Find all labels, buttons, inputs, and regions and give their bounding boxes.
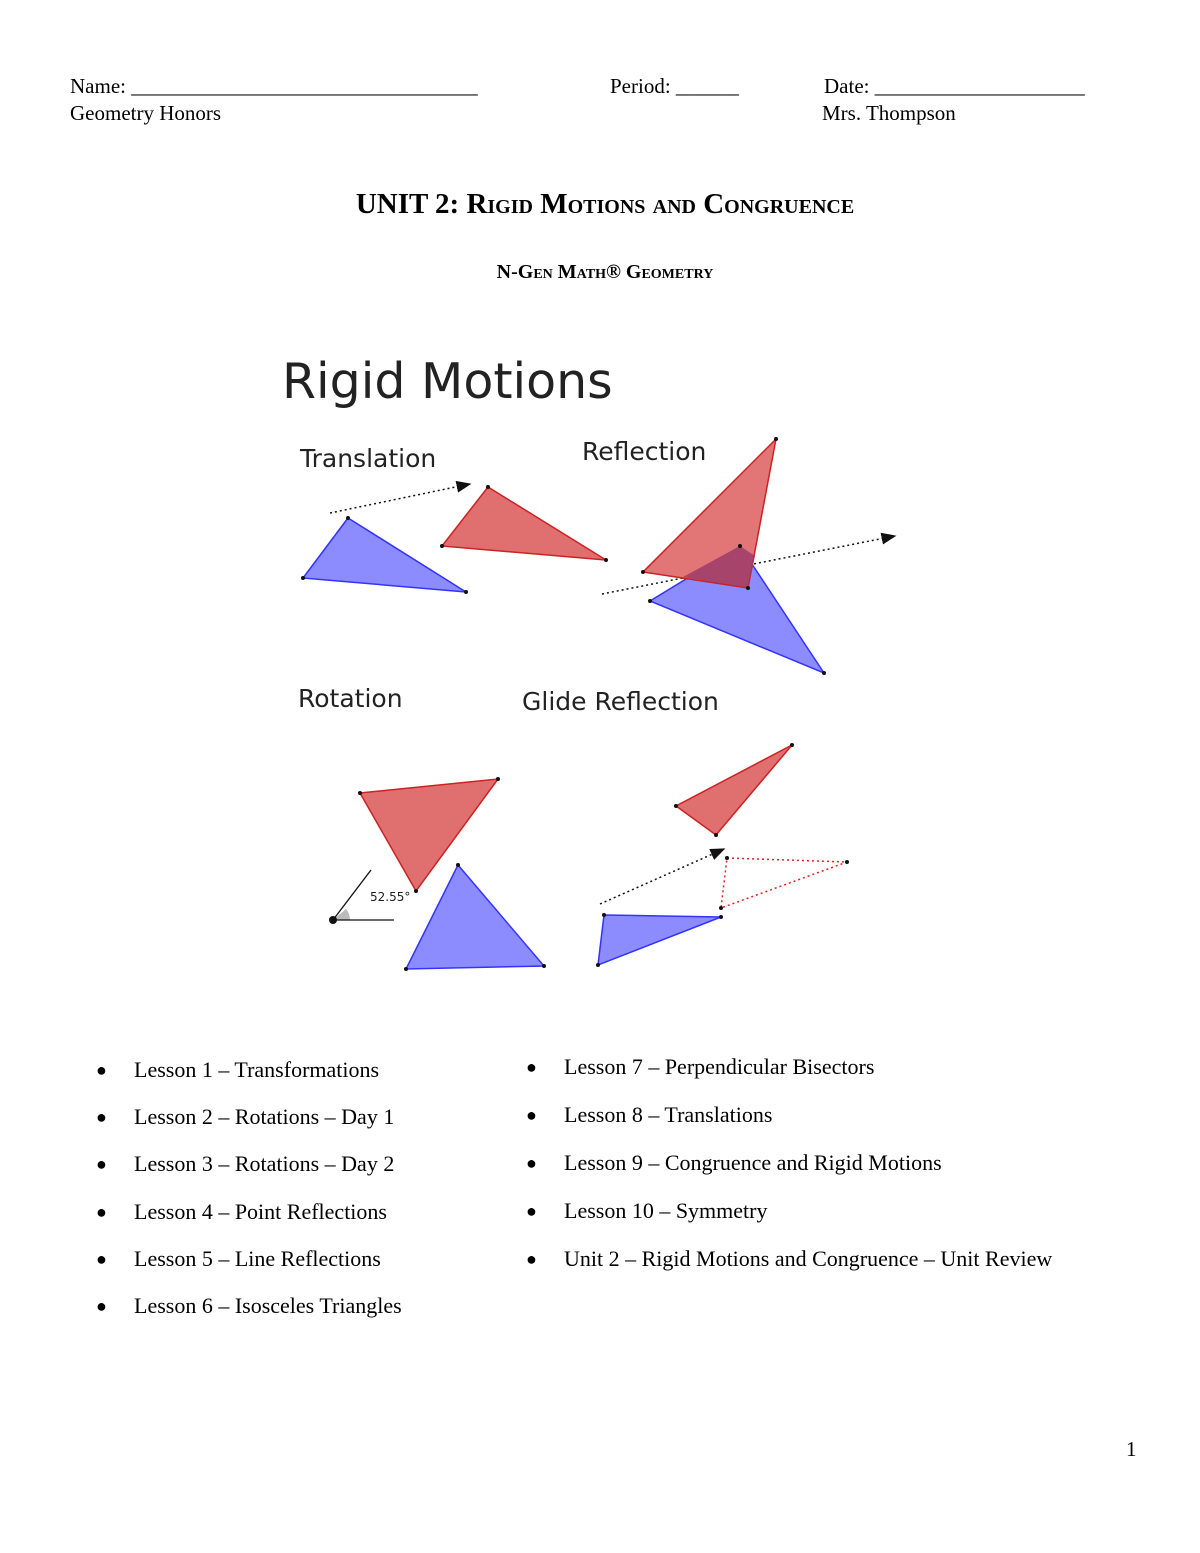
bullet-icon: ● <box>96 1154 107 1175</box>
teacher-name: Mrs. Thompson <box>822 101 956 125</box>
translation-image <box>440 486 607 561</box>
bullet-icon: ● <box>526 1201 537 1221</box>
bullet-icon: ● <box>526 1105 537 1125</box>
lesson-title: Lesson 9 – Congruence and Rigid Motions <box>564 1150 942 1175</box>
translation-vector <box>329 480 472 514</box>
list-item: ● Lesson 2 – Rotations – Day 1 <box>96 1097 402 1144</box>
bullet-icon: ● <box>96 1295 107 1316</box>
rigid-motions-figure: Rigid Motions Translation Reflection Rot… <box>282 353 897 971</box>
lesson-title: Lesson 8 – Translations <box>564 1102 773 1127</box>
list-item: ● Lesson 7 – Perpendicular Bisectors <box>526 1047 1052 1095</box>
rotation-image <box>404 863 546 970</box>
bullet-icon: ● <box>96 1248 107 1269</box>
lesson-list-left: ● Lesson 1 – Transformations ● Lesson 2 – … <box>96 1050 402 1333</box>
list-item: ● Lesson 5 – Line Reflections <box>96 1239 402 1286</box>
lesson-title: Lesson 4 – Point Reflections <box>134 1198 387 1224</box>
glide-intermediate <box>720 857 848 910</box>
reflection-label: Reflection <box>582 437 706 466</box>
bullet-icon: ● <box>526 1249 537 1269</box>
glide-reflection-label: Glide Reflection <box>522 687 719 716</box>
lesson-title: Lesson 3 – Rotations – Day 2 <box>134 1151 395 1177</box>
list-item: ● Unit 2 – Rigid Motions and Congruence –… <box>526 1239 1052 1287</box>
unit-title: UNIT 2: Rigid Motions and Congruence <box>355 188 855 220</box>
lesson-title: Lesson 2 – Rotations – Day 1 <box>134 1104 395 1130</box>
lesson-title: Lesson 1 – Transformations <box>134 1057 380 1082</box>
bullet-icon: ● <box>526 1057 537 1077</box>
rotation-angle-label: 52.55° <box>370 890 410 904</box>
list-item: ● Lesson 9 – Congruence and Rigid Motions <box>526 1143 1052 1191</box>
lesson-list-right: ● Lesson 7 – Perpendicular Bisectors ● Les… <box>526 1047 1052 1287</box>
bullet-icon: ● <box>96 1060 107 1080</box>
lesson-title: Lesson 5 – Line Reflections <box>134 1245 381 1271</box>
rotation-angle-ray <box>332 869 372 921</box>
glide-image <box>674 744 793 837</box>
lesson-title: Lesson 7 – Perpendicular Bisectors <box>564 1054 875 1079</box>
rotation-center <box>329 916 337 924</box>
period-field: Period: ______ <box>610 74 739 98</box>
glide-preimage <box>597 914 722 967</box>
list-item: ● Lesson 6 – Isosceles Triangles <box>96 1286 402 1333</box>
rotation-angle-wedge <box>333 909 351 920</box>
lesson-title: Unit 2 – Rigid Motions and Congruence – … <box>564 1246 1053 1271</box>
bullet-icon: ● <box>96 1107 107 1128</box>
date-field: Date: ____________________ <box>824 74 1085 98</box>
list-item: ● Lesson 8 – Translations <box>526 1095 1052 1143</box>
unit-subtitle: N-Gen Math® Geometry <box>496 261 714 283</box>
page-number: 1 <box>1126 1437 1137 1461</box>
bullet-icon: ● <box>96 1201 107 1222</box>
list-item: ● Lesson 1 – Transformations <box>96 1050 402 1097</box>
reflection-overlap <box>683 546 755 588</box>
course-name: Geometry Honors <box>70 101 222 125</box>
rotation-label: Rotation <box>298 684 403 713</box>
figure-heading: Rigid Motions <box>282 353 613 410</box>
translation-preimage <box>301 516 467 593</box>
bullet-icon: ● <box>526 1153 537 1173</box>
name-field: Name: _________________________________ <box>70 74 478 98</box>
lesson-title: Lesson 10 – Symmetry <box>564 1198 768 1223</box>
list-item: ● Lesson 3 – Rotations – Day 2 <box>96 1144 402 1191</box>
rotation-preimage <box>358 778 500 893</box>
list-item: ● Lesson 4 – Point Reflections <box>96 1192 402 1239</box>
translation-label: Translation <box>299 444 436 473</box>
list-item: ● Lesson 10 – Symmetry <box>526 1191 1052 1239</box>
lesson-title: Lesson 6 – Isosceles Triangles <box>134 1292 402 1318</box>
glide-vector <box>599 848 726 905</box>
